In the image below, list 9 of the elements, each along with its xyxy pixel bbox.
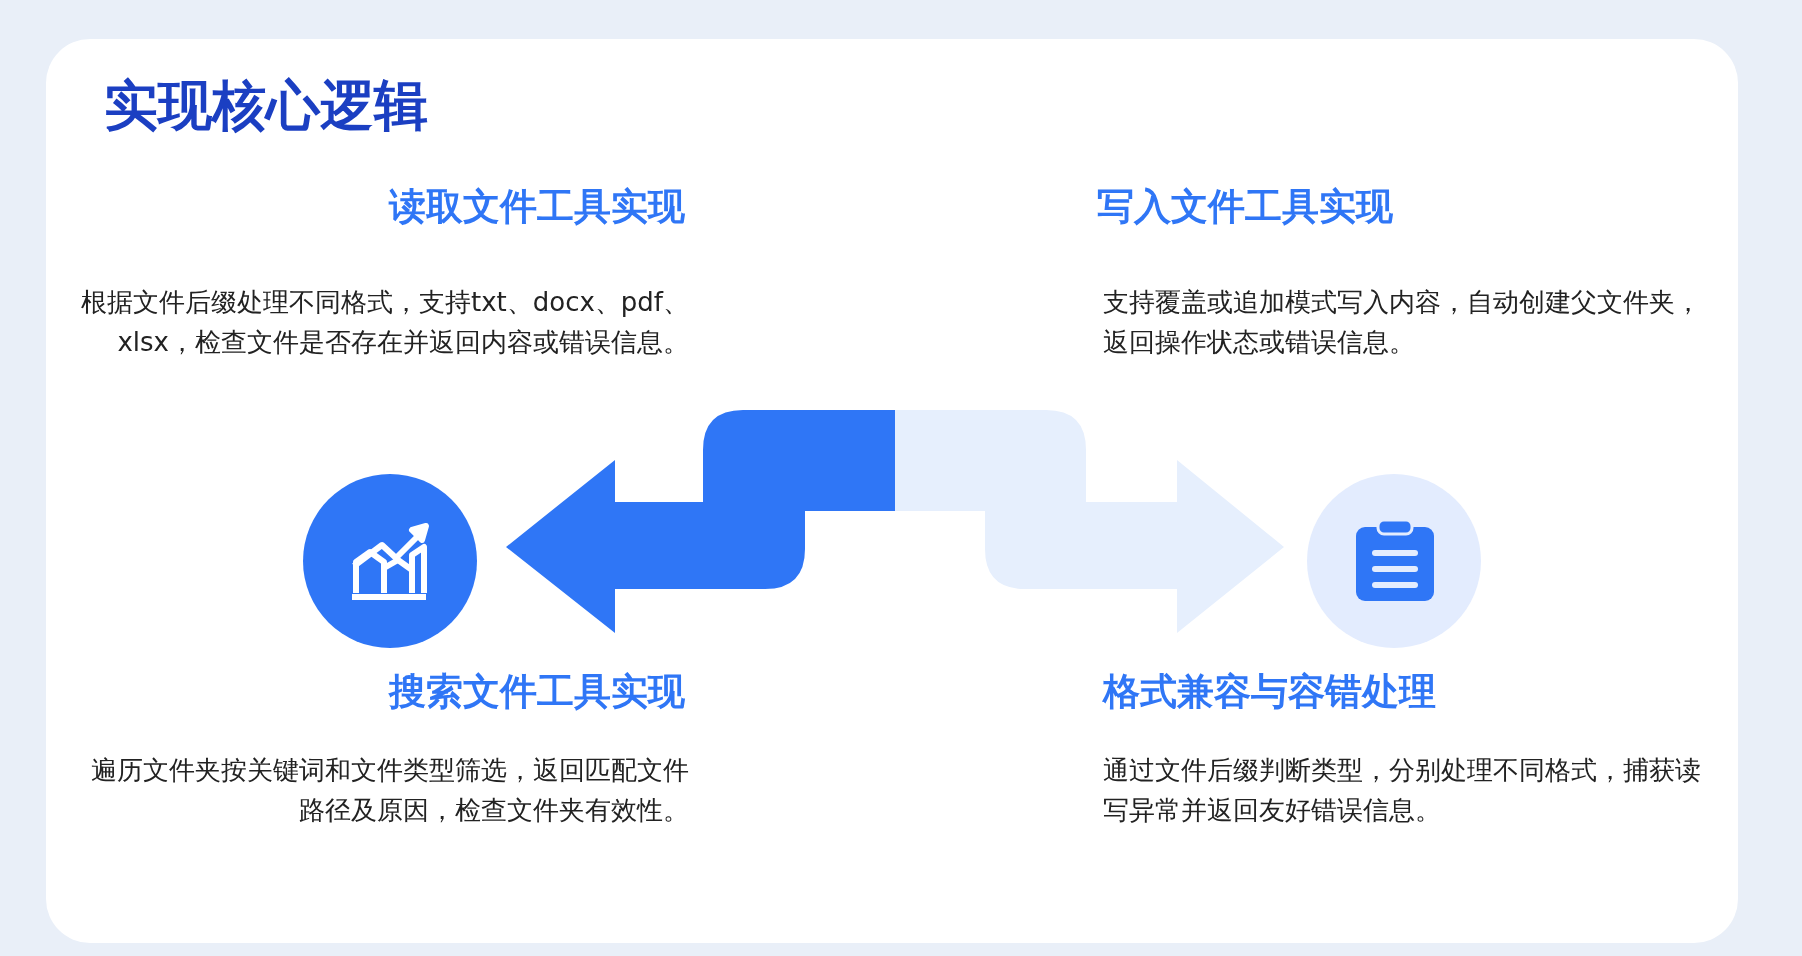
diagram-title: 实现核心逻辑: [104, 73, 428, 139]
description-text: 根据文件后缀处理不同格式，支持txt、docx、pdf、xlsx，检查文件是否存在并返回内容或错误信息。: [79, 286, 689, 359]
section-heading: 写入文件工具实现: [1097, 184, 1393, 230]
section-heading: 格式兼容与容错处理: [1103, 669, 1436, 715]
description-text: 通过文件后缀判断类型，分别处理不同格式，捕获读写异常并返回友好错误信息。: [1103, 754, 1702, 827]
description-text: 支持覆盖或追加模式写入内容，自动创建父文件夹，返回操作状态或错误信息。: [1103, 286, 1702, 359]
section-heading: 搜索文件工具实现: [389, 669, 685, 715]
description-text: 遍历文件夹按关键词和文件类型筛选，返回匹配文件路径及原因，检查文件夹有效性。: [90, 754, 689, 827]
section-heading: 读取文件工具实现: [389, 184, 685, 230]
